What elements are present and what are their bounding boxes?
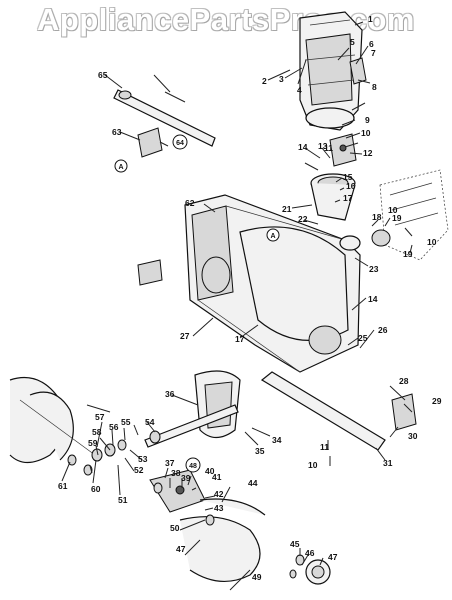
- part-label: 35: [255, 446, 265, 456]
- part-label: 55: [121, 417, 131, 427]
- part-label: 42: [214, 489, 224, 499]
- part-label: 8: [372, 82, 377, 92]
- part-label: 50: [170, 523, 180, 533]
- leader-lines: [61, 21, 413, 591]
- auger-shaft: [144, 404, 239, 448]
- part-label: 47: [176, 544, 186, 554]
- part-label: 9: [365, 115, 370, 125]
- part-label: 46: [305, 548, 315, 558]
- drive-shaft: [113, 89, 216, 147]
- part-label: 40: [205, 466, 215, 476]
- circle-ref-64-label: 64: [176, 140, 184, 147]
- part-label: 26: [378, 325, 388, 335]
- left-auger: [9, 376, 96, 464]
- chute-crank-bracket: [329, 133, 357, 167]
- part-number-labels: 1 2 3 4 5 6 7 8 9 10 11 12 13 14 15 16 1…: [58, 14, 442, 582]
- part-label: 65: [98, 70, 108, 80]
- impeller: [194, 370, 241, 439]
- part-label: 22: [298, 214, 308, 224]
- part-label: 10: [361, 128, 371, 138]
- part-label: 10: [388, 205, 398, 215]
- part-label: 17: [235, 334, 245, 344]
- part-label: 47: [328, 552, 338, 562]
- part-label: 25: [358, 333, 368, 343]
- part-label: 44: [248, 478, 258, 488]
- part-label: 43: [214, 503, 224, 513]
- part-label: 61: [58, 481, 68, 491]
- pin-63: [164, 91, 186, 103]
- part-label: 13: [318, 141, 328, 151]
- part-label: 14: [368, 294, 378, 304]
- part-label: 31: [383, 458, 393, 468]
- callout-a-housing: A: [266, 228, 280, 242]
- part-label: 12: [363, 148, 373, 158]
- part-label: 19: [403, 249, 413, 259]
- circle-ref-48-label: 48: [189, 463, 197, 470]
- part-label: 51: [118, 495, 128, 505]
- part-label: 56: [109, 422, 119, 432]
- callout-a-left-label: A: [118, 164, 123, 171]
- part-label: 11: [320, 442, 329, 452]
- part-label: 4: [297, 85, 302, 95]
- part-label: 45: [290, 539, 300, 549]
- part-label: 16: [346, 181, 356, 191]
- part-label: 60: [91, 484, 101, 494]
- part-label: 52: [134, 465, 144, 475]
- part-label: 3: [279, 74, 284, 84]
- part-label: 10: [427, 237, 437, 247]
- chute-deflector-bracket: [349, 57, 367, 85]
- right-auger: [179, 498, 266, 583]
- part-label: 17: [343, 193, 353, 203]
- part-label: 15: [343, 172, 353, 182]
- part-label: 38: [171, 468, 181, 478]
- chute-ring-assembly: [310, 173, 356, 221]
- bearing-flange: [339, 229, 391, 251]
- part-label: 36: [165, 389, 175, 399]
- part-label: 37: [165, 458, 175, 468]
- part-label: 58: [92, 427, 102, 437]
- part-label: 59: [88, 438, 98, 448]
- part-label: 11: [324, 143, 333, 153]
- part-label: 5: [350, 37, 355, 47]
- part-label: 49: [252, 572, 262, 582]
- part-label: 23: [369, 264, 379, 274]
- skid-shoe: [391, 393, 417, 431]
- part-label: 29: [432, 396, 442, 406]
- discharge-chute: [299, 11, 363, 131]
- part-label: 27: [180, 331, 190, 341]
- part-label: 41: [212, 472, 222, 482]
- part-label: 6: [369, 39, 374, 49]
- part-label: 62: [185, 198, 195, 208]
- part-label: 34: [272, 435, 282, 445]
- part-label: 7: [371, 48, 376, 58]
- part-label: 14: [298, 142, 308, 152]
- part-label: 63: [112, 127, 122, 137]
- callout-a-left: A: [114, 159, 128, 173]
- shaft-bracket: [137, 127, 163, 158]
- part-label: 21: [282, 204, 292, 214]
- frame-outline: [379, 169, 449, 261]
- shave-plate: [137, 259, 163, 286]
- auger-bearing-cap: [305, 559, 331, 585]
- part-label: 1: [368, 14, 373, 24]
- part-label: 2: [262, 76, 267, 86]
- part-label: 53: [138, 454, 148, 464]
- auger-housing: [184, 194, 361, 373]
- circle-ref-64: 64: [172, 134, 188, 150]
- part-label: 28: [399, 376, 409, 386]
- scraper-bar: [260, 371, 386, 451]
- part-label: 57: [95, 412, 105, 422]
- part-label: 10: [308, 460, 318, 470]
- part-label: 54: [145, 417, 155, 427]
- part-label: 39: [181, 473, 191, 483]
- part-label: 19: [392, 213, 402, 223]
- callout-a-housing-label: A: [270, 233, 275, 240]
- part-label: 18: [372, 212, 382, 222]
- circle-ref-48: 48: [185, 457, 201, 473]
- part-label: 30: [408, 431, 418, 441]
